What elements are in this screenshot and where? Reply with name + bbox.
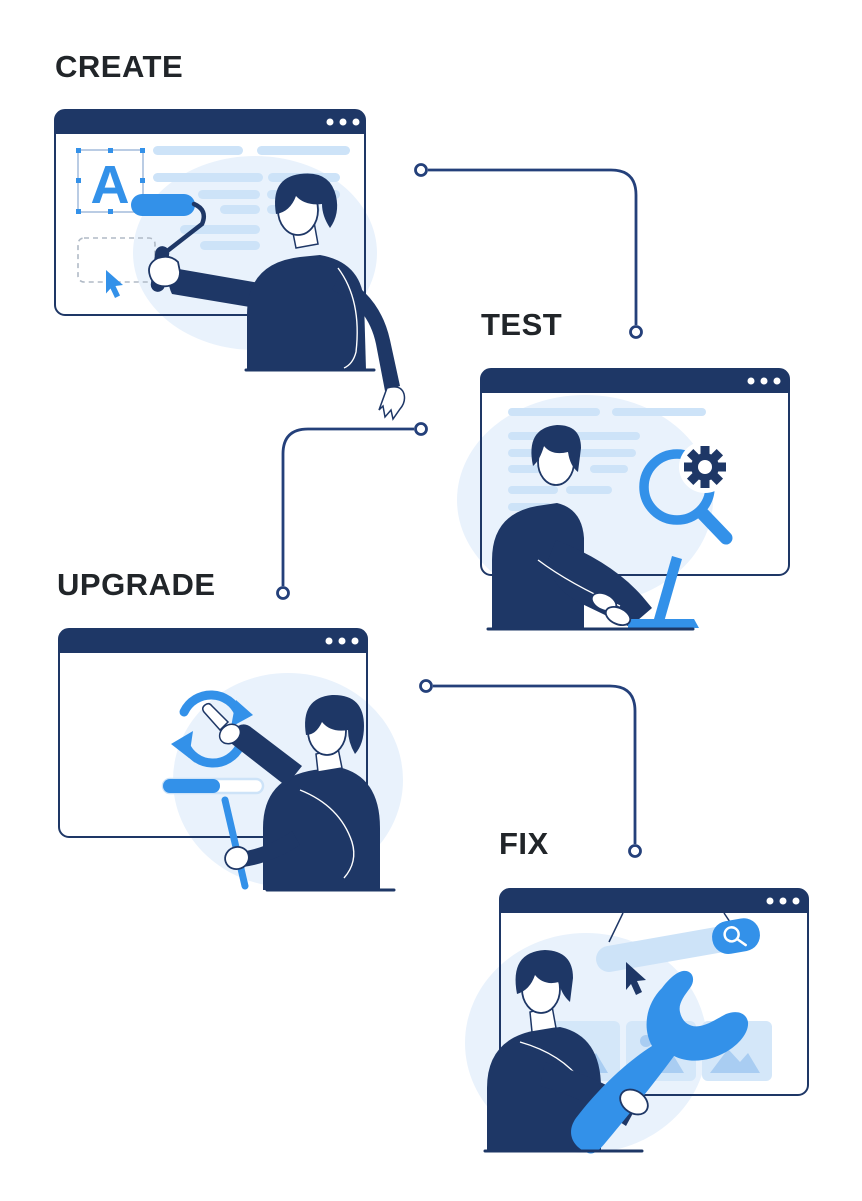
hanging-arm <box>332 275 400 391</box>
brush-stick <box>221 796 249 890</box>
title-bar <box>59 629 367 653</box>
person-with-wrench <box>483 950 749 1154</box>
step-fix-label: FIX <box>499 826 549 861</box>
refresh-arrows-icon <box>171 690 253 768</box>
connector-test-upgrade <box>276 422 428 600</box>
cursor-icon <box>106 270 123 298</box>
step-create-label: CREATE <box>55 49 184 84</box>
window-dots <box>326 118 360 126</box>
torso <box>247 255 366 370</box>
hair <box>515 950 573 1002</box>
arm <box>548 540 652 627</box>
hand <box>218 723 242 745</box>
window-dots <box>747 377 781 385</box>
letter-a: A <box>91 155 130 215</box>
hanging-string <box>608 912 624 943</box>
laptop-icon <box>628 556 699 628</box>
connector-create-test <box>414 163 643 339</box>
person-at-laptop <box>486 425 699 631</box>
cursor-icon <box>626 962 646 995</box>
seam <box>299 789 355 879</box>
person-with-paint-roller <box>148 173 406 421</box>
hanging-search-bar <box>596 918 760 972</box>
window-dots <box>325 637 359 645</box>
step-upgrade-label: UPGRADE <box>57 567 216 602</box>
title-bar <box>55 110 365 134</box>
hand <box>224 845 250 871</box>
title-bar <box>481 369 789 393</box>
hair <box>305 694 364 754</box>
selection-frame <box>76 148 145 214</box>
person-pointing <box>201 694 396 892</box>
torso <box>492 503 584 629</box>
lower-arm <box>240 831 300 867</box>
hand <box>619 1088 649 1116</box>
seam <box>337 267 358 369</box>
test-illustration <box>457 368 790 631</box>
fix-illustration <box>465 888 809 1154</box>
torso <box>487 1027 601 1151</box>
hand <box>378 386 406 421</box>
step-test-label: TEST <box>481 307 563 342</box>
title-bar <box>500 889 808 913</box>
window-dots <box>766 897 800 905</box>
hand <box>604 606 632 626</box>
pointing-finger <box>201 702 230 732</box>
hair <box>275 173 338 228</box>
upgrade-illustration <box>58 628 403 892</box>
gear-icon <box>679 441 731 493</box>
connector-upgrade-fix <box>419 679 642 858</box>
raised-arm <box>229 724 302 786</box>
torso <box>263 767 380 890</box>
progress-fill <box>163 779 220 793</box>
wrench-icon <box>571 970 749 1154</box>
hair <box>531 425 581 472</box>
hand <box>148 255 181 288</box>
progress-bar <box>161 777 265 795</box>
create-illustration: A <box>54 109 406 421</box>
search-icon <box>723 926 740 943</box>
